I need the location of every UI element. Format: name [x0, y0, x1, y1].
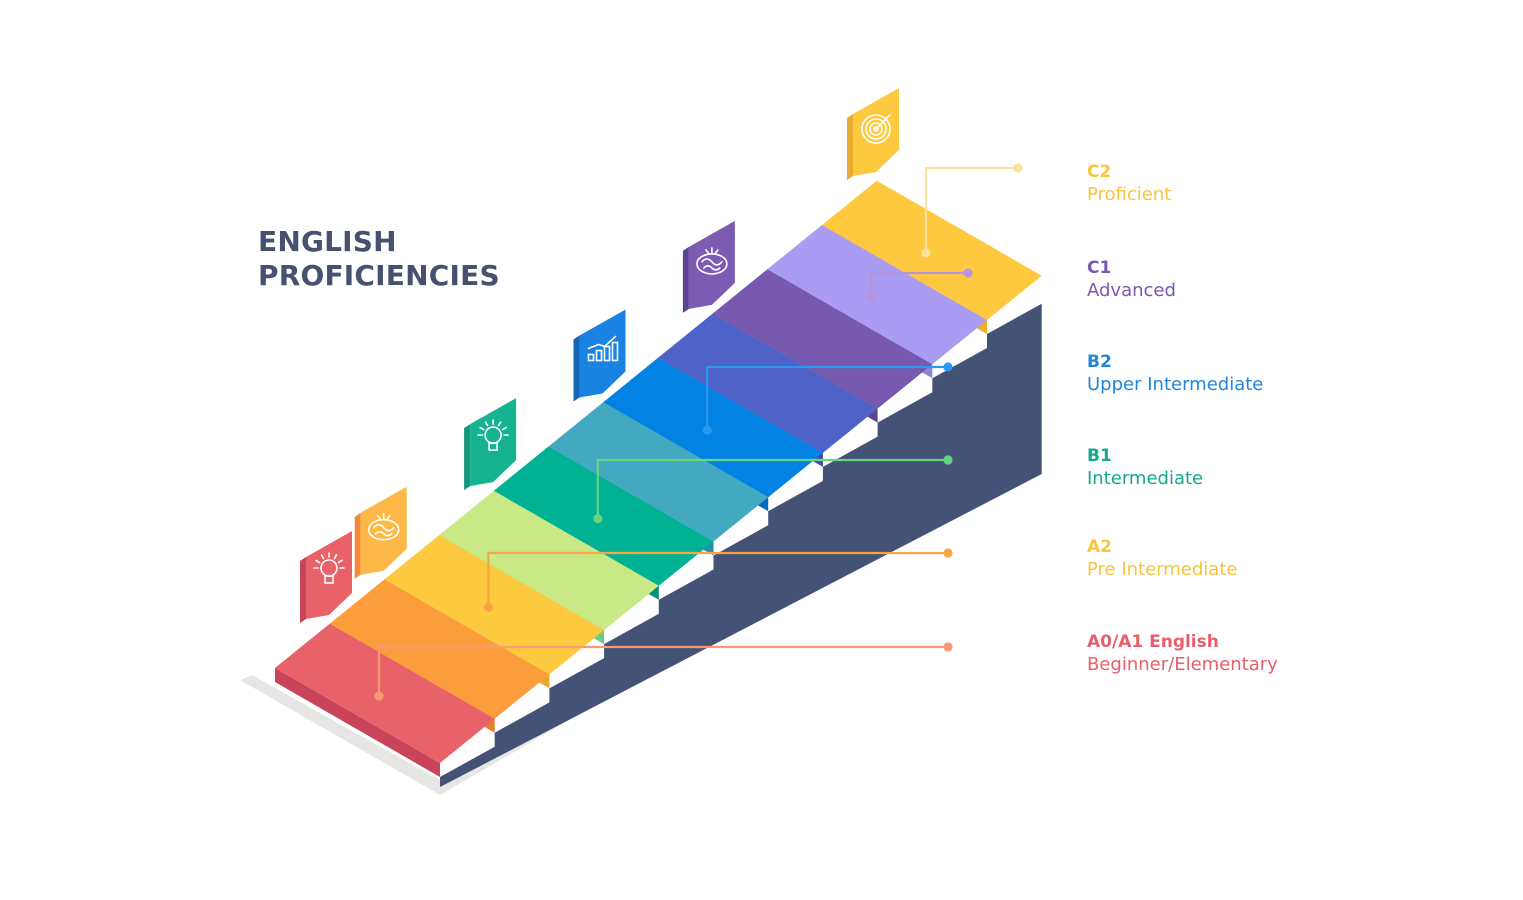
level-name: Proficient — [1087, 184, 1172, 205]
level-code: A0/A1 English — [1087, 632, 1219, 652]
leader-lines — [374, 163, 1023, 701]
leader-path — [596, 458, 948, 519]
icon-tile — [464, 398, 517, 491]
brain-icon — [696, 247, 728, 275]
level-a0-a1: A0/A1 English Beginner/Elementary — [1087, 631, 1507, 677]
step-tread — [493, 446, 714, 586]
title-line-1: ENGLISH — [258, 225, 397, 258]
icon-tile-side — [300, 557, 306, 623]
leader-start-dot — [866, 292, 876, 302]
icon-tile — [847, 88, 899, 180]
level-b1: B1 Intermediate — [1087, 445, 1507, 491]
step-tread — [329, 579, 550, 719]
icon-tile-side — [464, 424, 471, 491]
leader-start-dot — [702, 425, 712, 435]
leader-path — [870, 271, 968, 298]
leader-end-dot — [963, 268, 973, 278]
level-c1: C1 Advanced — [1087, 257, 1507, 303]
level-c2: C2 Proficient — [1087, 161, 1507, 207]
staircase-side-wall — [440, 303, 1042, 787]
brain-icon — [367, 512, 400, 541]
level-name: Beginner/Elementary — [1087, 654, 1278, 675]
level-name: Upper Intermediate — [1087, 374, 1264, 395]
step-riser — [275, 668, 440, 777]
icon-tile — [354, 486, 407, 579]
leader-line — [593, 455, 953, 524]
level-code: B2 — [1087, 352, 1112, 372]
leader-start-dot — [374, 691, 384, 701]
leader-line — [866, 268, 973, 302]
level-b2: B2 Upper Intermediate — [1087, 351, 1507, 397]
leader-line — [374, 642, 953, 701]
step-tread — [384, 535, 605, 675]
step-tread — [275, 623, 495, 763]
level-code: A2 — [1087, 537, 1112, 557]
leader-start-dot — [483, 602, 493, 613]
icon-tile — [573, 309, 626, 402]
leader-end-dot — [943, 362, 953, 372]
leader-line — [483, 548, 953, 613]
icon-tile — [682, 220, 735, 313]
growth-chart-icon — [587, 335, 619, 362]
title-line-2: PROFICIENCIES — [258, 259, 500, 292]
level-name: Intermediate — [1087, 468, 1204, 489]
step-tread — [603, 357, 823, 498]
icon-tile-face — [470, 398, 517, 487]
lightbulb-icon — [477, 419, 509, 451]
icon-tile-side — [354, 512, 361, 579]
level-name: Advanced — [1087, 280, 1176, 301]
step-tread — [657, 313, 878, 453]
step-tread — [439, 490, 659, 631]
level-name: Pre Intermediate — [1087, 559, 1238, 580]
level-code: C2 — [1087, 162, 1112, 182]
icon-tile-side — [682, 246, 689, 313]
leader-end-dot — [1013, 163, 1023, 173]
leader-end-dot — [943, 548, 953, 558]
icon-tile-face — [688, 220, 735, 309]
step-tread — [712, 269, 933, 409]
leader-path — [924, 166, 1018, 253]
leader-start-dot — [593, 514, 603, 524]
leader-line — [921, 163, 1023, 258]
level-code: B1 — [1087, 446, 1112, 466]
leader-line — [702, 362, 953, 435]
target-icon — [861, 114, 891, 144]
icon-tile-face — [306, 531, 352, 619]
icon-tile-face — [360, 486, 407, 575]
step-icons — [300, 88, 899, 623]
icon-tile-face — [579, 309, 626, 398]
level-legend: C2 Proficient C1 Advanced B2 Upper Inter… — [1087, 0, 1507, 900]
step-tread — [548, 402, 769, 542]
stairs — [275, 180, 1042, 787]
leader-start-dot — [921, 248, 931, 258]
level-code: C1 — [1087, 258, 1112, 278]
icon-tile — [300, 531, 352, 623]
leader-path — [487, 551, 948, 608]
icon-tile-side — [847, 114, 853, 180]
icon-tile-side — [573, 335, 580, 402]
leader-end-dot — [943, 642, 953, 652]
icon-tile-face — [853, 88, 899, 176]
stair-step — [275, 623, 495, 777]
leader-end-dot — [943, 455, 953, 465]
leader-path — [706, 365, 948, 431]
diagram-title: ENGLISH PROFICIENCIES — [258, 225, 578, 293]
step-tread — [767, 225, 987, 365]
step-tread — [822, 180, 1042, 320]
leader-path — [377, 645, 948, 696]
lightbulb-icon — [313, 552, 345, 584]
level-a2: A2 Pre Intermediate — [1087, 536, 1507, 582]
